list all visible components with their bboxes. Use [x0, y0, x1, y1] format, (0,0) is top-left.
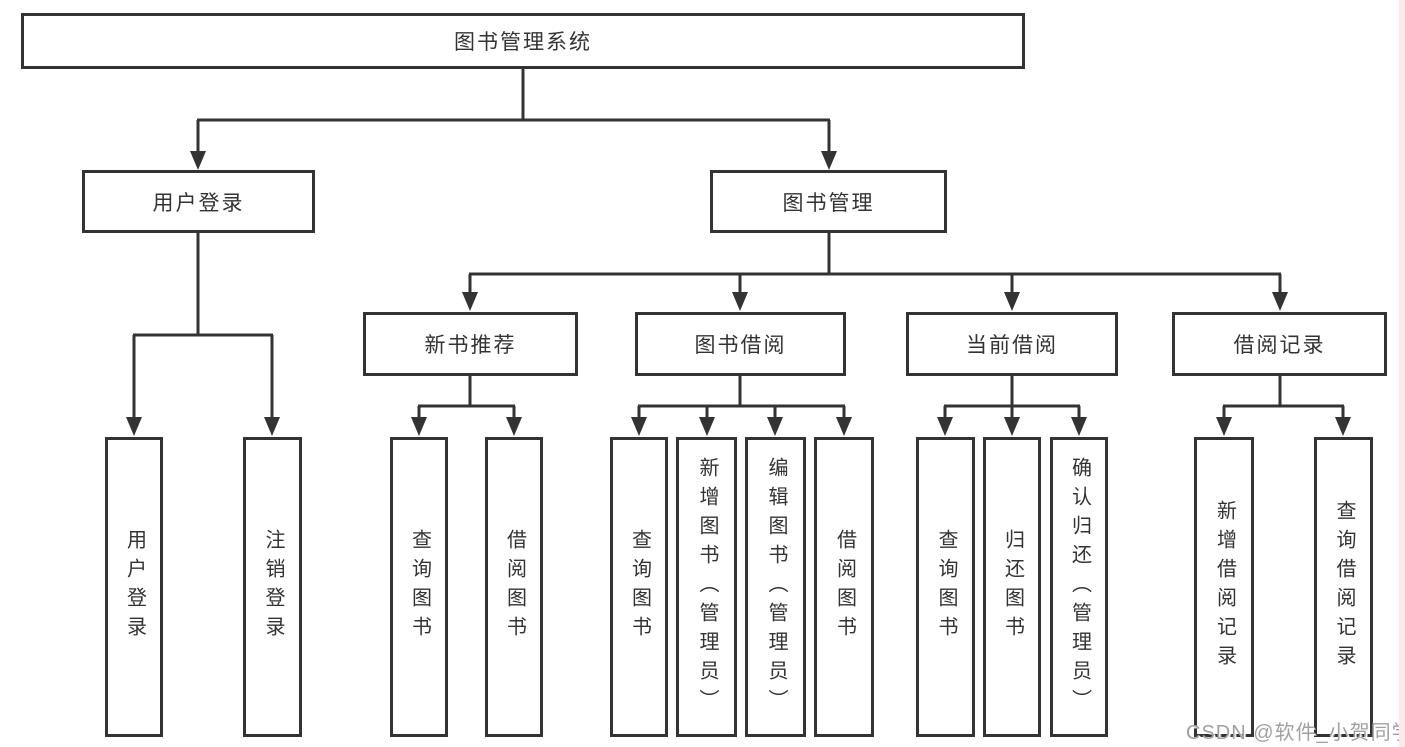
leaf-add-books-admin: 新增图书（管理员） [676, 437, 737, 737]
arrowheads [126, 151, 1351, 436]
node-book-borrowing: 图书借阅 [635, 312, 846, 376]
node-user-login: 用户登录 [82, 170, 315, 233]
node-label: 借阅记录 [1233, 334, 1326, 357]
leaf-label: 新增借阅记录 [1213, 500, 1236, 674]
node-borrowing-records: 借阅记录 [1172, 312, 1387, 376]
leaf-label: 查询图书 [408, 529, 431, 645]
leaf-query-borrow-record: 查询借阅记录 [1314, 437, 1373, 737]
leaf-confirm-return-admin: 确认归还（管理员） [1050, 437, 1108, 737]
node-label: 新书推荐 [424, 334, 517, 357]
csdn-watermark: CSDN @软件_小贺同学 [1186, 722, 1405, 744]
leaf-label: 查询图书 [935, 529, 957, 645]
leaf-label: 用户登录 [123, 529, 146, 645]
leaf-label: 借阅图书 [503, 529, 526, 645]
leaf-label: 查询借阅记录 [1333, 500, 1355, 674]
leaf-logout: 注销登录 [243, 437, 302, 737]
leaf-add-borrow-record: 新增借阅记录 [1194, 437, 1254, 737]
leaf-query-books-borrowing: 查询图书 [610, 437, 668, 737]
node-label: 图书管理系统 [454, 31, 592, 54]
leaf-label: 注销登录 [262, 529, 284, 645]
leaf-label: 查询图书 [628, 529, 651, 645]
leaf-borrow-books-recommend: 借阅图书 [485, 437, 543, 737]
leaf-edit-books-admin: 编辑图书（管理员） [745, 437, 806, 737]
right-edge-strip [1399, 0, 1405, 747]
leaf-return-books: 归还图书 [983, 437, 1041, 737]
leaf-label: 编辑图书（管理员） [765, 456, 787, 718]
leaf-query-books-current: 查询图书 [916, 437, 975, 737]
leaf-label: 借阅图书 [833, 529, 856, 645]
leaf-query-books-recommend: 查询图书 [390, 437, 448, 737]
node-label: 图书借阅 [694, 334, 787, 357]
node-label: 图书管理 [782, 191, 875, 215]
leaf-user-login: 用户登录 [105, 437, 163, 737]
node-label: 当前借阅 [966, 334, 1058, 357]
leaf-label: 新增图书（管理员） [696, 456, 718, 718]
leaf-borrow-books: 借阅图书 [814, 437, 874, 737]
node-new-book-recommendation: 新书推荐 [363, 312, 578, 376]
node-library-system: 图书管理系统 [21, 13, 1025, 69]
node-label: 用户登录 [152, 191, 245, 215]
leaf-label: 确认归还（管理员） [1068, 456, 1091, 718]
node-current-borrowing: 当前借阅 [906, 312, 1118, 376]
node-book-management: 图书管理 [710, 170, 947, 233]
leaf-label: 归还图书 [1001, 529, 1024, 645]
